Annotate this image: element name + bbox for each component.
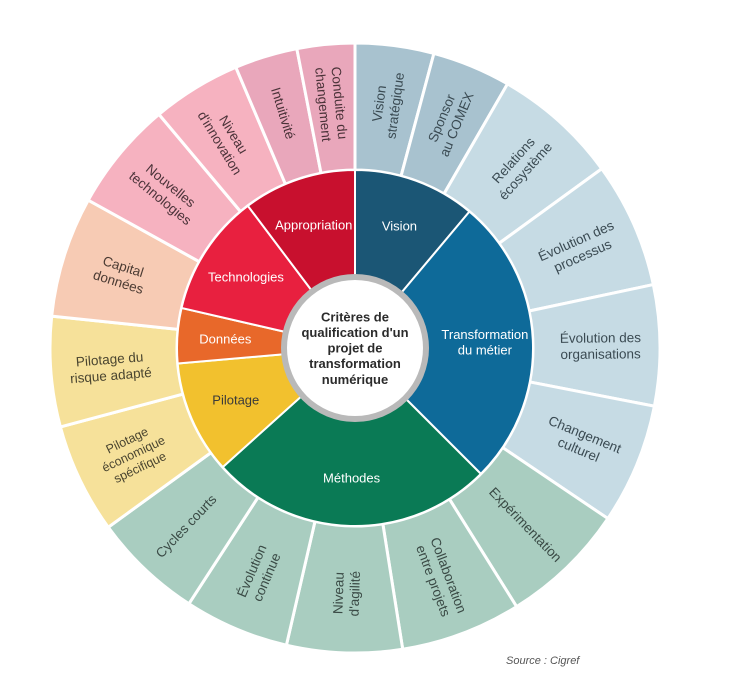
center-title-line: transformation <box>309 356 401 371</box>
inner-label-appropriation-line: Appropriation <box>275 217 352 232</box>
inner-label-donnees-line: Données <box>199 331 252 346</box>
outer-label-appropriation-1-line: Conduite du <box>328 66 350 140</box>
outer-label-pilotage-1-line: Pilotage du <box>75 349 144 369</box>
center-title-line: Critères de <box>321 309 389 324</box>
inner-label-methodes-line: Méthodes <box>323 471 381 486</box>
inner-label-methodes: Méthodes <box>323 471 381 486</box>
center-disc <box>287 280 423 416</box>
inner-label-transformation-line: du métier <box>458 343 513 358</box>
center-title-line: numérique <box>322 372 388 387</box>
center-title-line: projet de <box>328 341 383 356</box>
inner-label-technologies: Technologies <box>208 270 284 285</box>
outer-label-methodes-2-line: Niveau <box>330 572 346 615</box>
outer-label-appropriation-1-line: changement <box>312 67 334 143</box>
outer-label-methodes-2: Niveaud'agilité <box>330 570 363 616</box>
center-title-line: qualification d'un <box>301 325 408 340</box>
inner-label-technologies-line: Technologies <box>208 270 284 285</box>
outer-label-transformation-2-line: Évolution des <box>560 330 641 346</box>
inner-label-pilotage: Pilotage <box>212 392 259 407</box>
inner-label-donnees: Données <box>199 331 252 346</box>
outer-label-appropriation-1: Conduite duchangement <box>312 65 350 142</box>
inner-label-appropriation: Appropriation <box>275 217 352 232</box>
inner-label-transformation-line: Transformation <box>441 327 528 342</box>
inner-label-vision: Vision <box>382 218 417 233</box>
outer-label-transformation-2-line: organisations <box>560 346 641 362</box>
outer-label-methodes-2-line: d'agilité <box>346 571 363 617</box>
inner-label-pilotage-line: Pilotage <box>212 392 259 407</box>
source-caption: Source : Cigref <box>506 655 580 667</box>
outer-label-pilotage-1: Pilotage durisque adapté <box>68 349 152 387</box>
inner-label-vision-line: Vision <box>382 218 417 233</box>
outer-label-vision-0-line: Vision <box>369 84 389 122</box>
outer-label-pilotage-1-line: risque adapté <box>70 365 153 386</box>
